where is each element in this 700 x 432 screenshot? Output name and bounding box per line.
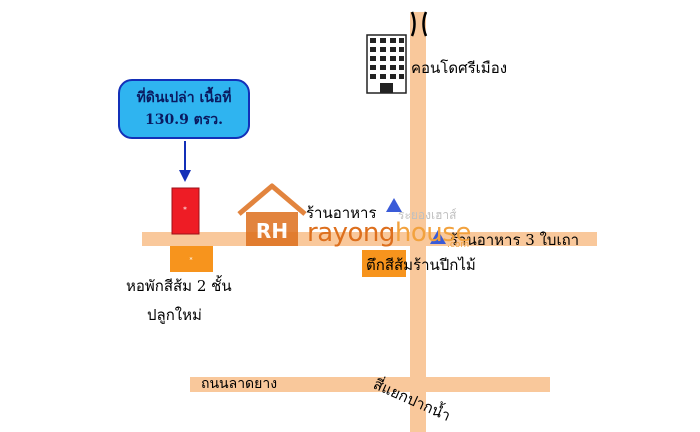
callout-line-1: ที่ดินเปล่า เนื้อที่	[136, 90, 232, 106]
dorm-label-line-1: หอพักสีส้ม 2 ชั้น	[126, 277, 232, 295]
land-callout-box: ที่ดินเปล่า เนื้อที่ 130.9 ตรว.	[118, 79, 250, 139]
orange-shophouse-label: ตึกสีส้มร้านปีกไม้	[366, 256, 476, 274]
land-plot-mark: *	[183, 206, 187, 214]
restaurant-3-triangle-icon	[430, 230, 446, 244]
callout-arrowhead-icon	[179, 170, 191, 182]
dorm-mark: *	[190, 257, 193, 264]
orange-dorm-building	[170, 246, 213, 272]
callout-line-2: 130.9 ตรว.	[144, 112, 224, 128]
watermark-logo-text: RH	[256, 219, 288, 243]
dorm-label-line-2: ปลูกใหม่	[147, 306, 202, 324]
watermark-domain-text: .com	[447, 240, 470, 250]
watermark-logo-icon: RH	[237, 183, 307, 246]
watermark-word-part-2: house	[394, 218, 471, 248]
restaurant-1-label: ร้านอาหาร	[306, 204, 377, 222]
watermark-thai-text: ระยองเฮาส์	[398, 208, 457, 222]
land-plot	[171, 187, 200, 235]
bridge-marker	[410, 11, 428, 37]
watermark-word-part-1: rayong	[307, 218, 395, 248]
condo-building-icon	[366, 34, 407, 94]
main-road-vertical	[410, 12, 426, 432]
laterite-road-label: ถนนลาดยาง	[201, 376, 278, 392]
restaurant-1-triangle-icon	[386, 198, 402, 212]
road-horizontal-lower	[190, 377, 550, 392]
restaurant-3-label: ร้านอาหาร 3 ใบเถา	[450, 231, 580, 249]
watermark-wordmark: rayonghouse	[307, 218, 471, 248]
orange-shophouse-building	[362, 250, 406, 277]
condo-label: คอนโดศรีเมือง	[411, 59, 508, 77]
